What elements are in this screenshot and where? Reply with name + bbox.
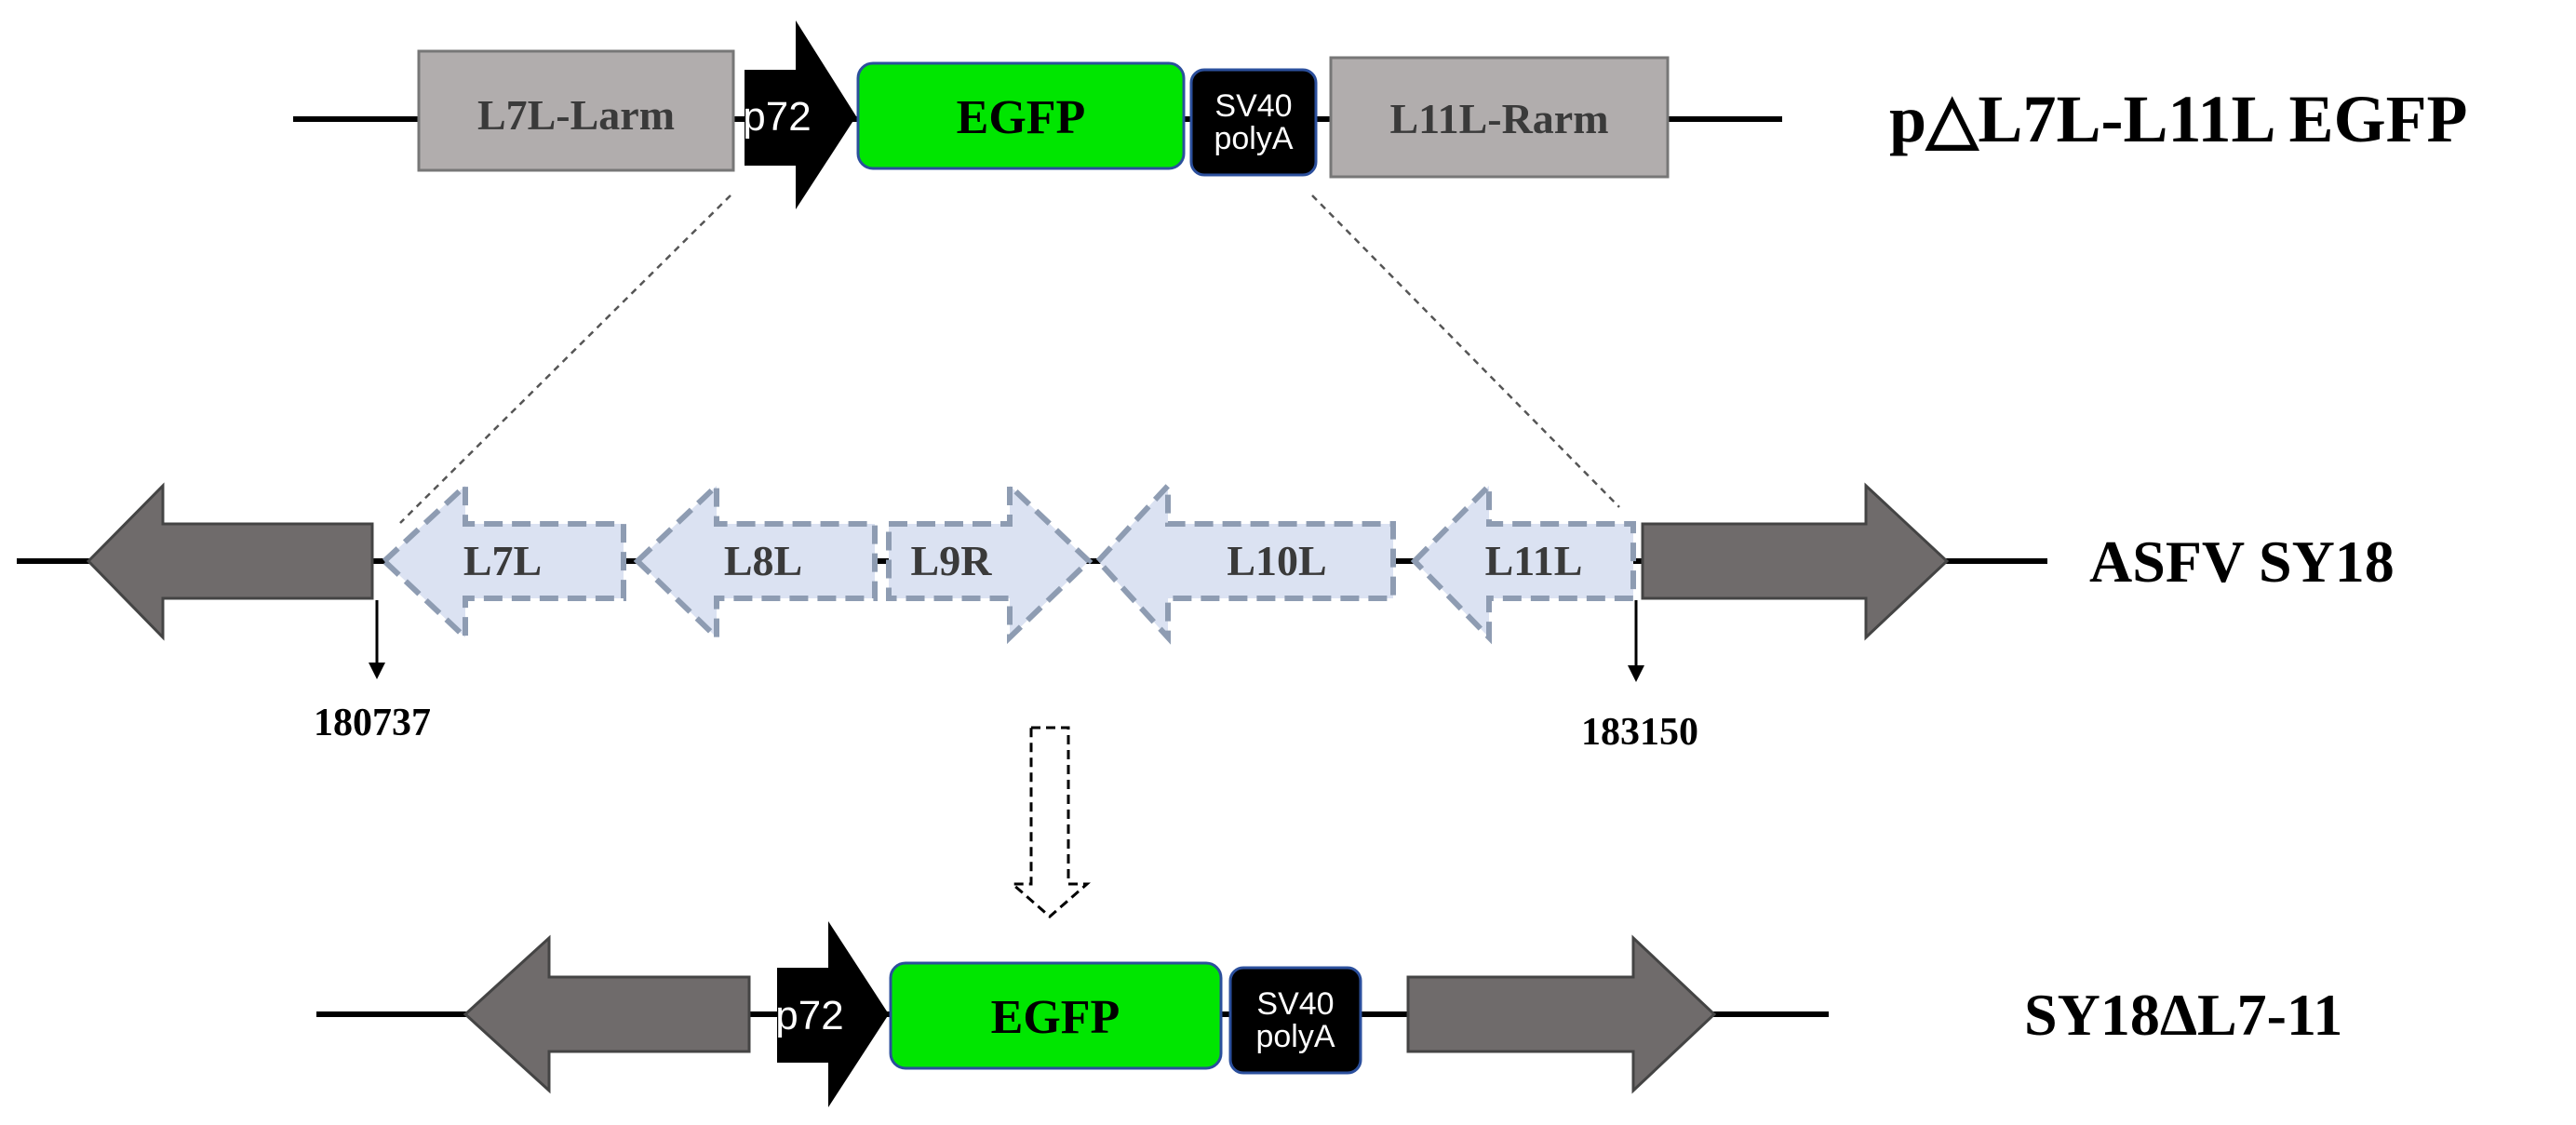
recombinant-sv40-label: SV40 <box>1256 986 1334 1022</box>
p72-promoter-arrow <box>745 20 856 209</box>
right-arm-box <box>1329 56 1670 179</box>
start-coord-label: 180737 <box>314 702 431 744</box>
left-arm-box <box>417 49 735 172</box>
recombinant-p72-arrow <box>777 921 889 1107</box>
sv40-label: SV40 <box>1214 88 1292 124</box>
gene-l8l-arrow <box>633 478 878 645</box>
start-coord-marker-arrowhead <box>369 663 385 679</box>
gene-l10l-label: L10L <box>1227 537 1326 584</box>
egfp-box <box>856 61 1186 170</box>
gene-l11l-arrow <box>1410 478 1636 645</box>
construct-row: L7L-Larm p72 EGFP SV40 polyA L11L-Rarm p… <box>293 20 2468 209</box>
p72-promoter-label: p72 <box>743 94 811 140</box>
recombinant-p72-label: p72 <box>775 993 843 1038</box>
genome-row: L7L L8L L9R L10L L11L ASFV SY18 180737 1… <box>17 478 2395 754</box>
recombinant-egfp-box <box>889 961 1223 1070</box>
left-flank-gene-arrow <box>86 482 374 641</box>
recombinant-polya-label: polyA <box>1255 1019 1335 1054</box>
end-coord-marker-arrowhead <box>1628 665 1644 682</box>
recombinant-sv40-polya-box <box>1228 966 1362 1075</box>
gene-l7l-arrow <box>380 479 626 644</box>
recombinant-right-flank-arrow <box>1406 934 1717 1094</box>
genome-title: ASFV SY18 <box>2089 529 2395 595</box>
recombinant-egfp-label: EGFP <box>991 991 1120 1044</box>
egfp-label: EGFP <box>957 91 1086 144</box>
gene-l7l-label: L7L <box>463 537 542 584</box>
right-recombination-line <box>1311 194 1620 508</box>
recombinant-row: p72 EGFP SV40 polyA SY18ΔL7-11 <box>316 921 2342 1107</box>
construct-title: p△L7L-L11L EGFP <box>1889 82 2468 156</box>
end-coord-label: 183150 <box>1581 711 1698 754</box>
left-recombination-line <box>399 194 731 524</box>
recombinant-title: SY18ΔL7-11 <box>2024 982 2342 1048</box>
sv40-polya-box <box>1189 68 1318 177</box>
right-flank-gene-arrow <box>1641 482 1950 641</box>
process-down-arrow <box>1009 726 1091 918</box>
gene-l9r-arrow <box>886 478 1093 645</box>
right-arm-label: L11L-Rarm <box>1389 95 1608 142</box>
polya-label: polyA <box>1214 121 1293 156</box>
gene-l8l-label: L8L <box>724 537 802 584</box>
recombinant-left-flank-arrow <box>463 934 751 1094</box>
left-arm-label: L7L-Larm <box>477 91 675 139</box>
gene-l11l-label: L11L <box>1485 537 1583 584</box>
gene-l10l-arrow <box>1093 478 1396 645</box>
gene-l9r-label: L9R <box>911 537 993 584</box>
